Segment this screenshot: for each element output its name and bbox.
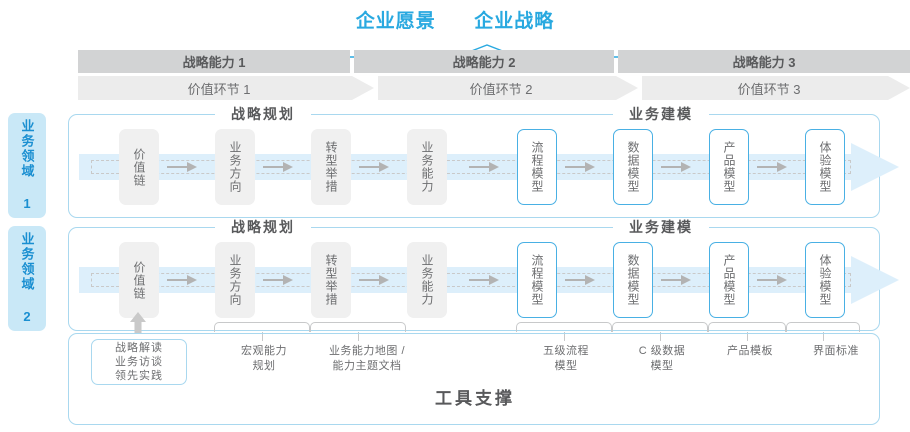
value-stage-2-label: 价值环节 2 bbox=[469, 81, 533, 97]
band1-arrow-3 bbox=[359, 162, 389, 172]
tool-label-product-line-1: 产品模板 bbox=[727, 345, 773, 357]
tool-label-macro-line-1: 宏观能力 bbox=[241, 345, 287, 357]
value-stage-2[interactable]: 价值环节 2 bbox=[378, 76, 638, 100]
domain-label-1[interactable]: 业务领域 1 bbox=[8, 113, 46, 218]
band1-node-data-model[interactable]: 数据模型 bbox=[613, 129, 653, 205]
connector-bracket-capability-map bbox=[310, 322, 406, 341]
band2-node-value-chain[interactable]: 价值链 bbox=[119, 242, 159, 318]
tool-label-ui-line-1: 界面标准 bbox=[813, 345, 859, 357]
capability-bar-row: 战略能力 1 战略能力 2 战略能力 3 bbox=[78, 50, 910, 73]
capability-bar-2-label: 战略能力 2 bbox=[452, 55, 516, 70]
band2-arrow-4 bbox=[469, 275, 499, 285]
domain-label-2-text: 业务领域 2 bbox=[19, 231, 35, 326]
domain-band-2: 战略规划 业务建模 价值链 业务方向 转型举措 业务能力 流程模型 数据模型 产… bbox=[68, 218, 899, 331]
band2-arrow-6 bbox=[661, 275, 691, 285]
tools-support-title: 工具支撑 bbox=[435, 389, 515, 408]
band2-arrow-7 bbox=[757, 275, 787, 285]
band1-node-business-direction[interactable]: 业务方向 bbox=[215, 129, 255, 205]
tool-label-data-line-1: C 级数据 bbox=[638, 345, 686, 357]
band1-node-transformation[interactable]: 转型举措 bbox=[311, 129, 351, 205]
tool-label-capmap-line-1: 业务能力地图 / bbox=[328, 345, 406, 357]
value-stage-1-label: 价值环节 1 bbox=[187, 81, 251, 97]
tool-label-five-level-process: 五级流程 模型 bbox=[511, 344, 621, 374]
tool-card-line-2: 业务访谈 bbox=[115, 356, 163, 368]
band2-node-transformation[interactable]: 转型举措 bbox=[311, 242, 351, 318]
tool-label-process-line-1: 五级流程 bbox=[543, 345, 589, 357]
band2-node-business-direction[interactable]: 业务方向 bbox=[215, 242, 255, 318]
band1-node-experience-model[interactable]: 体验模型 bbox=[805, 129, 845, 205]
capability-bar-3-label: 战略能力 3 bbox=[732, 55, 796, 70]
band2-node-process-model[interactable]: 流程模型 bbox=[517, 242, 557, 318]
band1-arrow-6 bbox=[661, 162, 691, 172]
tool-card-line-3: 领先实践 bbox=[115, 370, 163, 382]
band2-arrow-3 bbox=[359, 275, 389, 285]
tool-label-ui-standard: 界面标准 bbox=[781, 344, 891, 359]
capability-bar-1-label: 战略能力 1 bbox=[182, 55, 246, 70]
connector-bracket-macro bbox=[214, 322, 310, 341]
domain-label-1-text: 业务领域 1 bbox=[19, 118, 35, 213]
band1-section-planning-title: 战略规划 bbox=[215, 105, 311, 124]
tool-card-strategy-interpretation[interactable]: 战略解读 业务访谈 领先实践 bbox=[91, 339, 187, 385]
value-stage-1[interactable]: 价值环节 1 bbox=[78, 76, 374, 100]
band1-arrow-4 bbox=[469, 162, 499, 172]
tool-label-capmap-line-2: 能力主题文档 bbox=[332, 360, 402, 372]
enterprise-vision-title: 企业愿景 bbox=[355, 11, 436, 32]
tools-support-panel: 战略解读 业务访谈 领先实践 宏观能力 规划 业务能力地图 / 能力主题文档 五… bbox=[68, 333, 880, 425]
band2-arrow-2 bbox=[263, 275, 293, 285]
capability-bar-3[interactable]: 战略能力 3 bbox=[618, 50, 910, 73]
tool-label-capability-map: 业务能力地图 / 能力主题文档 bbox=[305, 344, 429, 374]
value-stage-row: 价值环节 1 价值环节 2 价值环节 3 bbox=[78, 76, 910, 100]
value-stage-3-label: 价值环节 3 bbox=[737, 81, 801, 97]
band1-arrow-7 bbox=[757, 162, 787, 172]
tool-card-line-1: 战略解读 bbox=[115, 342, 163, 354]
band2-node-product-model[interactable]: 产品模型 bbox=[709, 242, 749, 318]
band2-section-planning-title: 战略规划 bbox=[215, 218, 311, 237]
flow-dashed-track-2 bbox=[91, 273, 851, 287]
tool-label-macro-line-2: 规划 bbox=[252, 360, 276, 372]
enterprise-strategy-title: 企业战略 bbox=[474, 11, 555, 32]
band2-node-experience-model[interactable]: 体验模型 bbox=[805, 242, 845, 318]
band1-section-modeling-title: 业务建模 bbox=[613, 105, 709, 124]
capability-bar-2[interactable]: 战略能力 2 bbox=[354, 50, 614, 73]
connector-bracket-process bbox=[516, 322, 612, 341]
tool-label-product-template: 产品模板 bbox=[695, 344, 805, 359]
domain-band-1: 战略规划 业务建模 价值链 业务方向 转型举措 业务能力 流程模型 数据模型 产… bbox=[68, 105, 899, 218]
band1-node-business-capability[interactable]: 业务能力 bbox=[407, 129, 447, 205]
band1-arrow-1 bbox=[167, 162, 197, 172]
tool-label-process-line-2: 模型 bbox=[554, 360, 578, 372]
tool-label-data-line-2: 模型 bbox=[650, 360, 674, 372]
tool-label-macro-capability: 宏观能力 规划 bbox=[209, 344, 319, 374]
connector-bracket-data bbox=[612, 322, 708, 341]
band2-node-data-model[interactable]: 数据模型 bbox=[613, 242, 653, 318]
band2-arrow-5 bbox=[565, 275, 595, 285]
tool-label-c-level-data: C 级数据 模型 bbox=[607, 344, 717, 374]
flow-dashed-track-1 bbox=[91, 160, 851, 174]
domain-label-2[interactable]: 业务领域 2 bbox=[8, 226, 46, 331]
top-title-group: 企业愿景 企业战略 bbox=[0, 6, 910, 33]
capability-bar-1[interactable]: 战略能力 1 bbox=[78, 50, 350, 73]
connector-bracket-product bbox=[708, 322, 786, 341]
band2-arrow-1 bbox=[167, 275, 197, 285]
connector-bracket-ui bbox=[786, 322, 860, 341]
band1-node-value-chain[interactable]: 价值链 bbox=[119, 129, 159, 205]
band1-node-process-model[interactable]: 流程模型 bbox=[517, 129, 557, 205]
band2-node-business-capability[interactable]: 业务能力 bbox=[407, 242, 447, 318]
value-stage-3[interactable]: 价值环节 3 bbox=[642, 76, 910, 100]
band1-arrow-5 bbox=[565, 162, 595, 172]
band1-arrow-2 bbox=[263, 162, 293, 172]
band1-node-product-model[interactable]: 产品模型 bbox=[709, 129, 749, 205]
band2-section-modeling-title: 业务建模 bbox=[613, 218, 709, 237]
